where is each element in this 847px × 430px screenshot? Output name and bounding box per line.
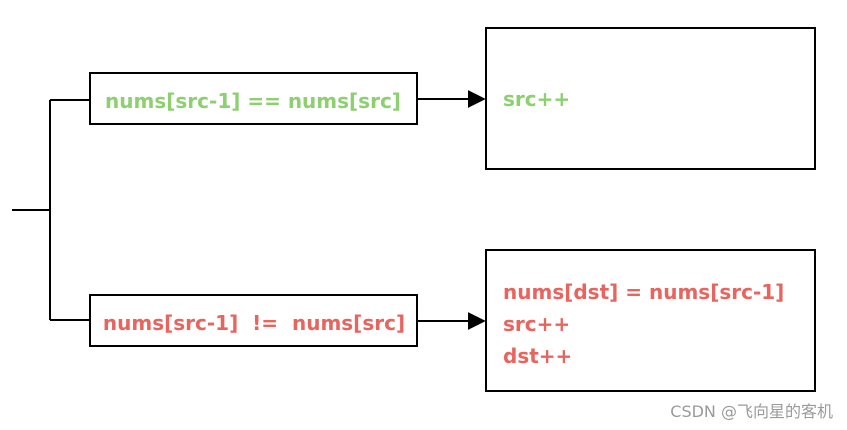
condition-not-equal-text: nums[src-1] != nums[src]: [103, 311, 405, 335]
condition-equal-text: nums[src-1] == nums[src]: [105, 89, 401, 113]
condition-box-equal: [89, 72, 418, 125]
action-equal-line-1: src++: [503, 87, 570, 111]
action-not-equal-line-3: dst++: [503, 344, 572, 368]
action-box-equal: [485, 27, 816, 170]
action-not-equal-line-2: src++: [503, 312, 570, 336]
condition-box-not-equal: [89, 294, 418, 347]
watermark: CSDN @飞向星的客机: [670, 402, 833, 421]
action-box-not-equal: [485, 249, 816, 392]
action-not-equal-line-1: nums[dst] = nums[src-1]: [503, 280, 784, 304]
